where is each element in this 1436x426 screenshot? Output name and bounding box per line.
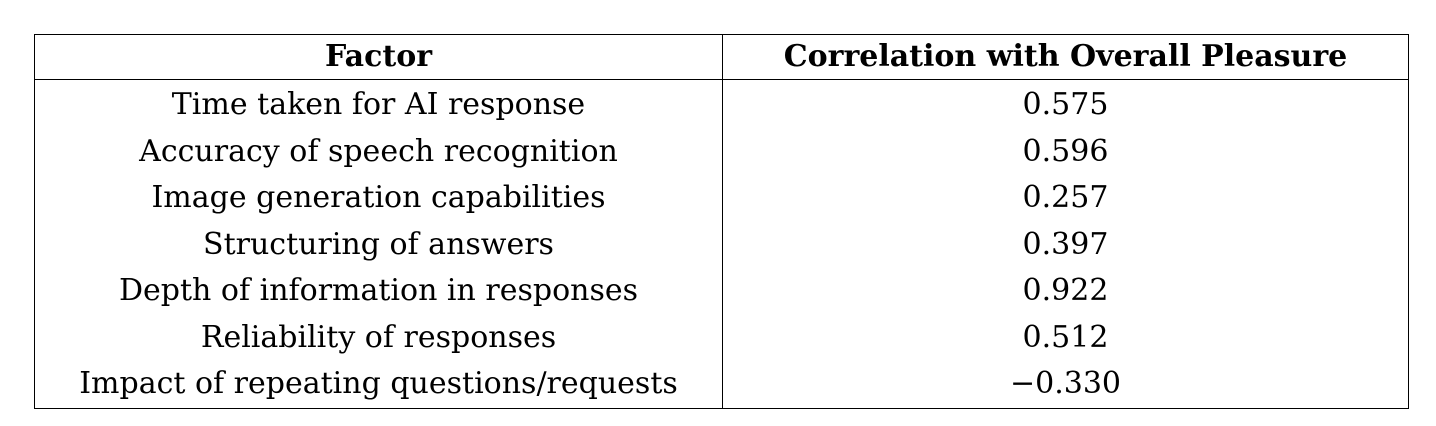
table-row: Structuring of answers 0.397 [35, 221, 1409, 268]
table-header: Factor Correlation with Overall Pleasure [34, 34, 1409, 80]
correlation-table: Factor Correlation with Overall Pleasure… [34, 34, 1409, 409]
header-factor: Factor [34, 34, 723, 80]
factor-cell: Time taken for AI response [171, 87, 586, 123]
table-row: Image generation capabilities 0.257 [35, 175, 1409, 222]
table-row: Reliability of responses 0.512 [35, 314, 1409, 361]
table-row: Accuracy of speech recognition 0.596 [35, 128, 1409, 175]
header-correlation: Correlation with Overall Pleasure [722, 34, 1409, 80]
table-row: Impact of repeating questions/requests −… [35, 361, 1409, 408]
factor-cell: Structuring of answers [203, 226, 554, 262]
correlation-cell: 0.575 [722, 79, 1409, 129]
factor-cell: Image generation capabilities [151, 180, 606, 216]
correlation-cell: 0.257 [722, 175, 1409, 222]
correlation-cell: −0.330 [722, 361, 1409, 408]
correlation-cell: 0.397 [722, 221, 1409, 268]
table-row: Depth of information in responses 0.922 [35, 268, 1409, 315]
factor-cell: Depth of information in responses [118, 273, 639, 309]
header-row: Factor Correlation with Overall Pleasure [34, 34, 1409, 80]
table-row: Time taken for AI response 0.575 [35, 79, 1409, 129]
correlation-cell: 0.922 [722, 268, 1409, 315]
table-body: Time taken for AI response 0.575 Accurac… [35, 79, 1409, 408]
correlation-cell: 0.596 [722, 128, 1409, 175]
factor-cell: Impact of repeating questions/requests [79, 366, 678, 402]
factor-cell: Accuracy of speech recognition [139, 133, 618, 169]
factor-cell: Reliability of responses [200, 319, 557, 355]
correlation-cell: 0.512 [722, 314, 1409, 361]
